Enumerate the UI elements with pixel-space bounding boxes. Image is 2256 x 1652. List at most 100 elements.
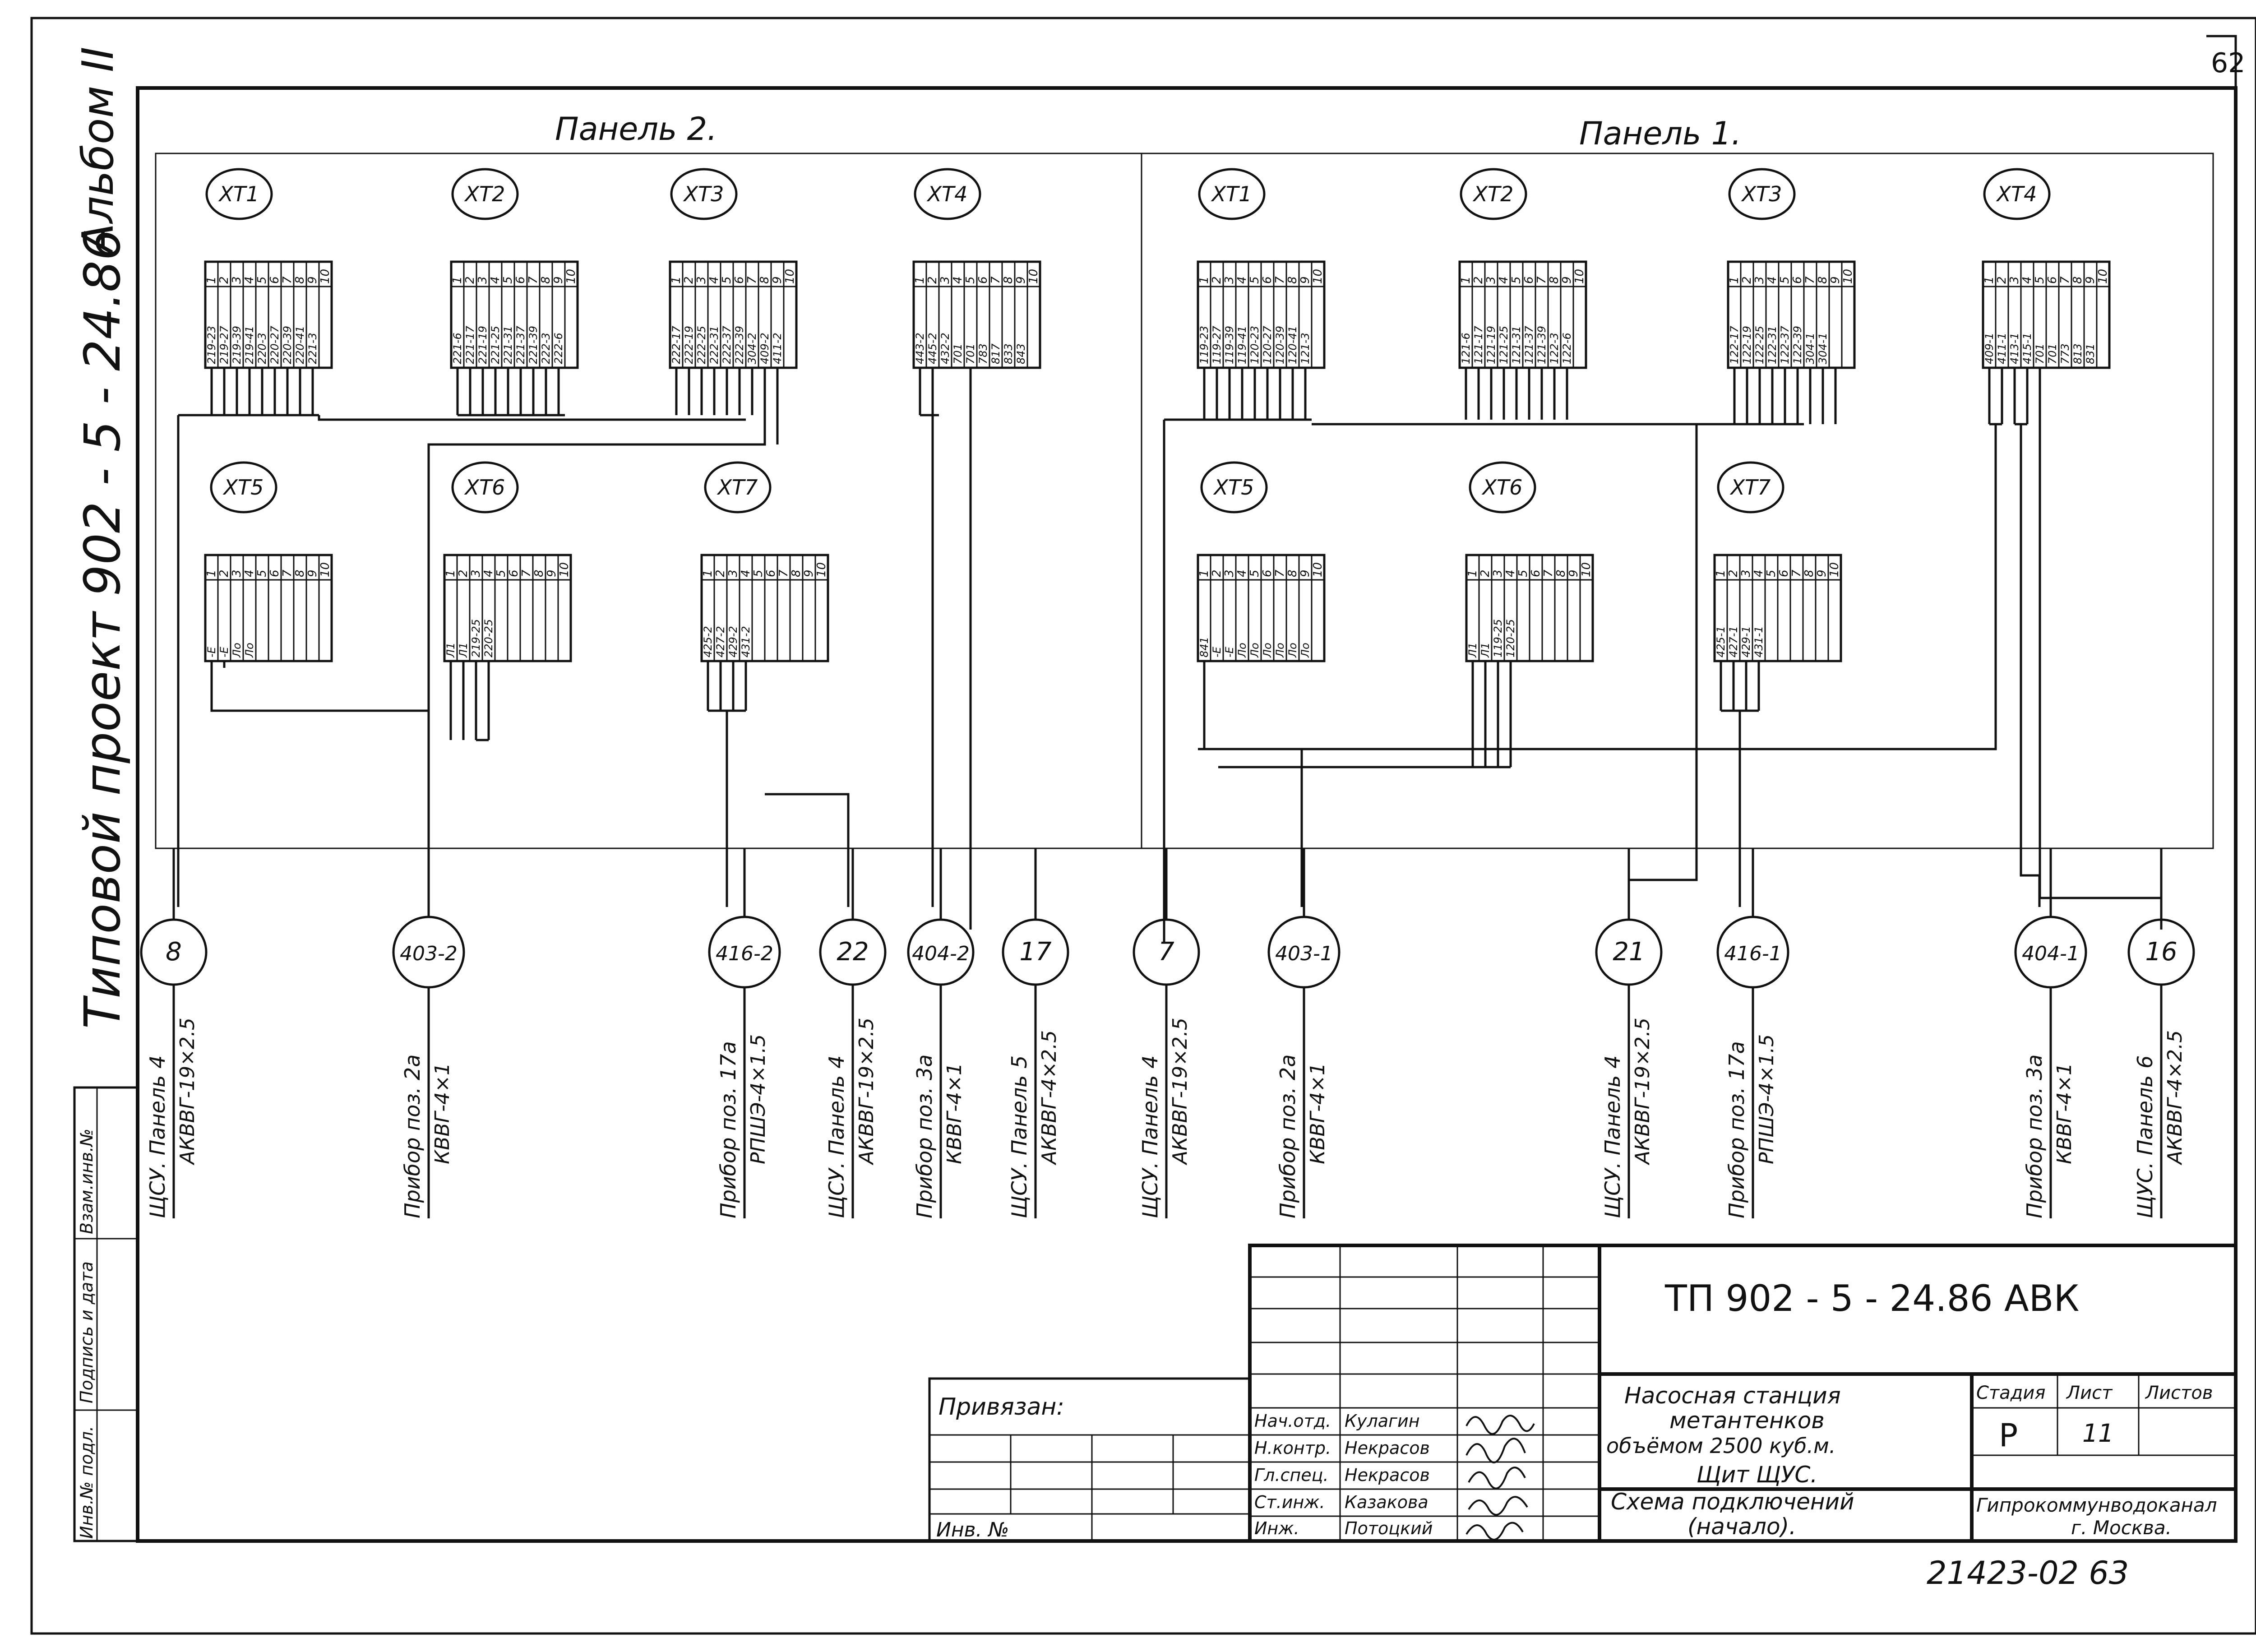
- drawing-line-1: Схема подключений: [1611, 1489, 1854, 1515]
- wire-trunk: [2015, 423, 2041, 907]
- cable-id: 416-2: [716, 942, 773, 965]
- terminal-number: 5: [1510, 276, 1523, 284]
- wire-label: 222-39: [733, 326, 746, 364]
- cable-id: 416-1: [1724, 942, 1782, 965]
- block-tag-circle: [704, 461, 772, 514]
- terminal-number: 1: [701, 569, 715, 577]
- wire-label: Ло: [1274, 643, 1286, 658]
- terminal-number: 2: [1740, 276, 1754, 284]
- terminal-number: 5: [964, 276, 977, 284]
- wire-label: 773: [2059, 343, 2071, 364]
- panel-enclosure: [155, 153, 2214, 849]
- cable-id: 16: [2145, 937, 2177, 967]
- wire-label: 219-27: [218, 325, 231, 364]
- wire-label: 429-2: [727, 626, 740, 657]
- block-tag-circle: [1469, 461, 1536, 514]
- terminal-number: 5: [1248, 276, 1262, 284]
- cable-id: 21: [1613, 937, 1645, 967]
- role-4: Инж.: [1254, 1518, 1299, 1538]
- cable-destination: Прибор поз. 3а: [912, 1055, 937, 1218]
- terminal-number: 1: [1197, 276, 1211, 284]
- wire-drop: [1988, 368, 2029, 424]
- cable-destination: ЩСУ. Панель 4: [1138, 1055, 1162, 1218]
- wire-drop: [456, 368, 560, 415]
- terminal-number: 8: [2071, 276, 2085, 284]
- wire-drop: [1465, 368, 1568, 420]
- terminal-number: 7: [1535, 276, 1549, 284]
- wire-trunk: [427, 415, 766, 907]
- wire-label: 701: [2034, 343, 2046, 364]
- terminal-number: 6: [1529, 569, 1543, 577]
- wire-label: 122-6: [1561, 333, 1573, 364]
- terminal-blocks: XT11219-232219-273219-394219-415220-3622…: [204, 168, 2111, 662]
- terminal-number: 8: [1286, 276, 1299, 284]
- name-1: Некрасов: [1345, 1438, 1430, 1458]
- terminal-number: 7: [1273, 569, 1287, 577]
- terminal-number: 5: [1248, 569, 1262, 577]
- cable-type: КВВГ-4×1: [1306, 1063, 1329, 1164]
- wire-label: 411-2: [771, 333, 784, 364]
- wire-label: 122-31: [1766, 326, 1779, 364]
- terminal-number: 5: [501, 276, 515, 284]
- terminal-number: 1: [1728, 276, 1741, 284]
- cable-id: 22: [837, 937, 869, 967]
- wire-label: 409-1: [1983, 333, 1996, 364]
- terminal-number: 9: [306, 276, 319, 284]
- terminal-number: 4: [1504, 569, 1517, 577]
- wire-trunk: [1721, 709, 1759, 907]
- terminal-number: 10: [564, 269, 578, 284]
- wire-label: 220-39: [281, 326, 294, 364]
- wire-bus: [318, 415, 746, 421]
- terminal-number: 3: [1484, 276, 1498, 284]
- wire-label: 121-37: [1523, 325, 1535, 364]
- stamp-replace-label: Взам.инв.№: [77, 1129, 97, 1234]
- block-tag-label: XT4: [1996, 182, 2037, 206]
- block-tag-circle: [210, 461, 277, 514]
- wire-label: 122-19: [1741, 326, 1753, 364]
- terminal-number: 3: [1491, 569, 1505, 577]
- terminal-number: 6: [1261, 569, 1274, 577]
- terminal-number: 4: [1235, 276, 1249, 284]
- wire-label: 221-31: [502, 326, 514, 364]
- terminal-block-xt2: XT21221-62221-173221-194221-255221-31622…: [450, 168, 579, 369]
- wire-label: 701: [952, 343, 964, 364]
- wire-bus: [210, 668, 429, 712]
- terminal-number: 5: [255, 276, 269, 284]
- wire-label: 219-23: [205, 326, 218, 364]
- wire-label: 122-25: [1753, 326, 1766, 364]
- wire-label: Л1: [1479, 643, 1492, 658]
- sheet-corner-box: [2206, 35, 2237, 88]
- wire-label: 304-1: [1804, 333, 1817, 364]
- wire-label: 783: [977, 343, 989, 364]
- block-tag-label: XT3: [1741, 182, 1782, 206]
- block-tag-label: XT4: [927, 182, 968, 206]
- drawing-line-0: Щит ЩУС.: [1697, 1462, 1817, 1488]
- wire-label: 431-1: [1752, 626, 1765, 657]
- wire-label: 304-1: [1817, 333, 1829, 364]
- terminal-number: 2: [926, 276, 939, 284]
- terminal-number: 10: [558, 562, 571, 577]
- cable-type: АКВВГ-19×2.5: [1631, 1018, 1654, 1166]
- outer-border: [30, 17, 2256, 1635]
- block-tag-circle: [1717, 461, 1784, 514]
- wire-label: 120-39: [1274, 326, 1286, 364]
- wire-label: 121-19: [1485, 326, 1498, 364]
- wire-label: 425-1: [1715, 626, 1727, 657]
- terminal-number: 3: [2008, 276, 2021, 284]
- terminal-number: 6: [1261, 276, 1274, 284]
- wire-label: 411-1: [1996, 333, 2008, 364]
- wire-trunk: [1163, 418, 1312, 907]
- cable-type: КВВГ-4×1: [943, 1063, 966, 1164]
- side-stamp: Инв.№ подл. Подпись и дата Взам.инв.№: [73, 1086, 139, 1542]
- wire-label: 425-2: [702, 626, 714, 657]
- block-tag-circle: [1200, 461, 1268, 514]
- wire-trunk: [177, 414, 212, 907]
- terminal-number: 2: [1479, 569, 1492, 577]
- terminal-number: 8: [1002, 276, 1015, 284]
- terminal-number: 3: [1223, 276, 1236, 284]
- terminal-number: 2: [1210, 569, 1224, 577]
- terminal-number: 10: [1311, 562, 1325, 577]
